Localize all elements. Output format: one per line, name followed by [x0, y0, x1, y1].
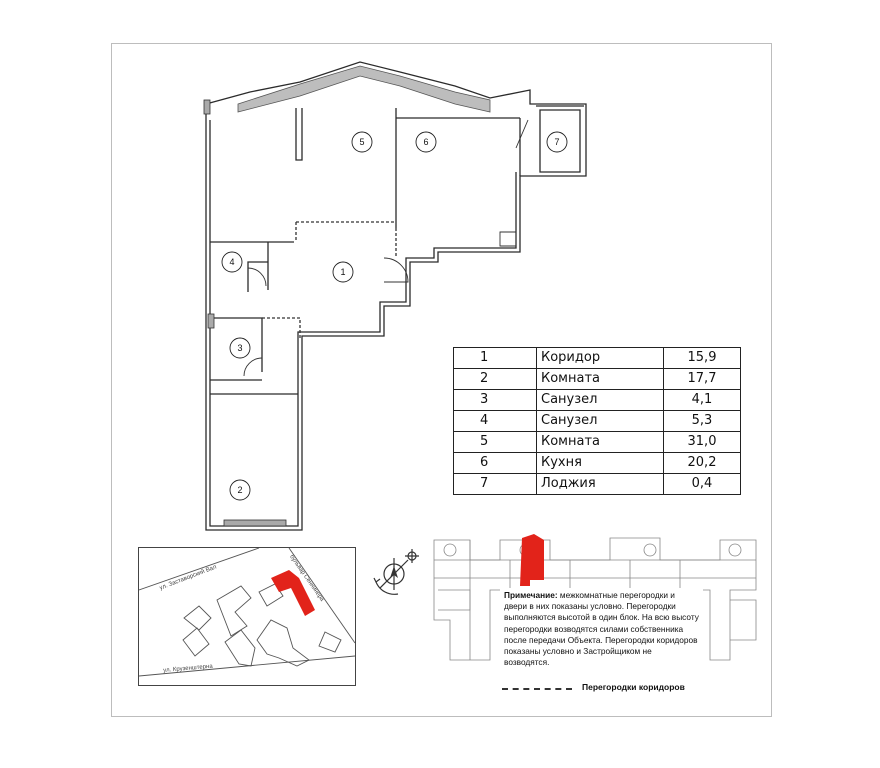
room-name: Лоджия [536, 473, 664, 495]
room-area: 20,2 [663, 452, 741, 474]
room-area: 4,1 [663, 389, 741, 411]
note-title: Примечание: [504, 590, 558, 600]
room-marker [221, 251, 243, 273]
room-number: 7 [453, 473, 537, 495]
compass-icon [373, 549, 419, 595]
room-marker-label: 6 [423, 137, 428, 147]
room-area: 0,4 [663, 473, 741, 495]
room-name: Кухня [536, 452, 664, 474]
location-map-drawing [139, 548, 355, 677]
legend: Перегородки коридоров [500, 682, 710, 696]
building-highlight [271, 570, 315, 616]
note-text: межкомнатные перегородки и двери в них п… [504, 590, 699, 668]
location-map: ул. Заставорский Вал бульвар Сеннинера у… [138, 547, 356, 686]
room-number: 4 [453, 410, 537, 432]
room-name: Санузел [536, 389, 664, 411]
room-number: 5 [453, 431, 537, 453]
room-area: 15,9 [663, 347, 741, 369]
room-name: Коридор [536, 347, 664, 369]
room-number: 2 [453, 368, 537, 390]
room-marker-label: 2 [237, 485, 242, 495]
room-number: 6 [453, 452, 537, 474]
apartment-highlight [520, 534, 544, 586]
room-area: 5,3 [663, 410, 741, 432]
room-marker [332, 261, 354, 283]
room-name: Комната [536, 368, 664, 390]
room-marker [351, 131, 373, 153]
room-area: 17,7 [663, 368, 741, 390]
room-marker-label: 7 [554, 137, 559, 147]
building-floor-plan [433, 534, 757, 661]
room-marker [546, 131, 568, 153]
room-marker-label: 1 [340, 267, 345, 277]
room-number: 3 [453, 389, 537, 411]
room-area: 31,0 [663, 431, 741, 453]
dashed-line-icon [502, 688, 572, 690]
room-marker [415, 131, 437, 153]
room-marker-label: 4 [229, 257, 234, 267]
room-name: Санузел [536, 410, 664, 432]
room-marker [229, 479, 251, 501]
room-marker-label: 5 [359, 137, 364, 147]
note: Примечание: межкомнатные перегородки и д… [500, 588, 703, 671]
room-marker [229, 337, 251, 359]
legend-label: Перегородки коридоров [582, 682, 685, 692]
room-number: 1 [453, 347, 537, 369]
room-marker-label: 3 [237, 343, 242, 353]
room-name: Комната [536, 431, 664, 453]
